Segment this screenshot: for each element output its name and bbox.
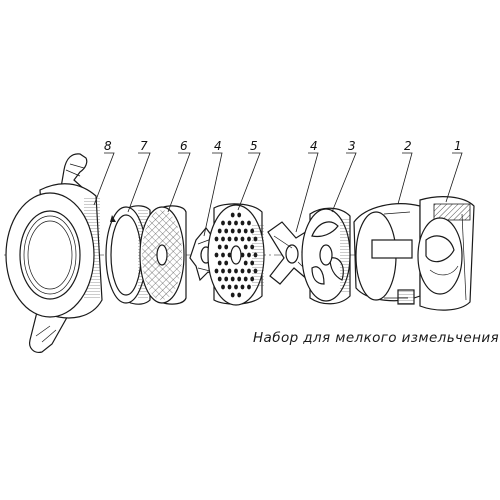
plate-hole xyxy=(214,268,219,274)
part-6-fine-grid xyxy=(139,205,187,305)
plate-hole xyxy=(237,276,242,282)
plate-hole xyxy=(227,220,232,226)
plate-hole xyxy=(240,236,245,242)
plate-hole xyxy=(217,260,222,266)
plate-hole xyxy=(230,292,235,298)
plate-hole xyxy=(243,260,248,266)
plate-hole xyxy=(234,236,238,242)
callout-8: 8 xyxy=(104,139,112,153)
plate-hole xyxy=(227,268,232,274)
plate-hole xyxy=(221,220,225,226)
plate-hole xyxy=(217,276,222,282)
part-5-perforated-plate xyxy=(207,203,265,306)
plate-holes xyxy=(214,212,258,298)
plate-hole xyxy=(240,284,245,290)
callout-7: 7 xyxy=(140,139,148,153)
callout-1: 1 xyxy=(454,139,462,153)
plate-hole xyxy=(247,284,251,290)
plate-hole xyxy=(214,236,219,242)
callout-2: 2 xyxy=(404,139,412,153)
part-1-screw-end xyxy=(417,196,475,311)
callout-6: 6 xyxy=(180,139,188,153)
plate-hole xyxy=(243,244,248,250)
plate-hole xyxy=(240,220,245,226)
part-2-screw-bushing xyxy=(353,203,421,305)
part-3-pre-cutter xyxy=(301,207,351,305)
plate-hole xyxy=(224,276,229,282)
plate-hole xyxy=(221,252,225,258)
plate-hole xyxy=(227,284,232,290)
plate-hole xyxy=(234,284,238,290)
plate-hole xyxy=(230,228,235,234)
plate-hole xyxy=(230,276,235,282)
plate-hole xyxy=(237,228,242,234)
callout-labels: 8 7 6 4 5 4 3 2 1 xyxy=(104,139,462,153)
plate-hole xyxy=(221,284,225,290)
plate-hole xyxy=(221,236,225,242)
callout-4-right: 4 xyxy=(310,139,318,153)
plate-hole xyxy=(224,260,229,266)
plate-hole xyxy=(237,292,242,298)
plate-hole xyxy=(247,252,251,258)
plate-hole xyxy=(240,268,245,274)
plate-hole xyxy=(247,268,251,274)
plate-hole xyxy=(234,220,238,226)
callout-5: 5 xyxy=(250,139,258,153)
plate-hole xyxy=(217,244,222,250)
callout-4-left: 4 xyxy=(214,139,222,153)
plate-hole xyxy=(214,252,219,258)
plate-hole xyxy=(217,228,222,234)
plate-hole xyxy=(224,244,229,250)
plate-hole xyxy=(237,212,242,218)
plate-hole xyxy=(224,228,229,234)
plate-hole xyxy=(234,268,238,274)
plate-hole xyxy=(227,236,232,242)
leader-lines xyxy=(93,152,463,237)
plate-hole xyxy=(243,228,248,234)
plate-hole xyxy=(247,236,251,242)
callout-3: 3 xyxy=(348,139,356,153)
plate-hole xyxy=(247,220,251,226)
plate-hole xyxy=(221,268,225,274)
part-8-clamp-nut xyxy=(5,153,103,353)
diagram-caption: Набор для мелкого измельчения xyxy=(253,330,500,346)
plate-hole xyxy=(230,212,235,218)
plate-hole xyxy=(243,276,248,282)
